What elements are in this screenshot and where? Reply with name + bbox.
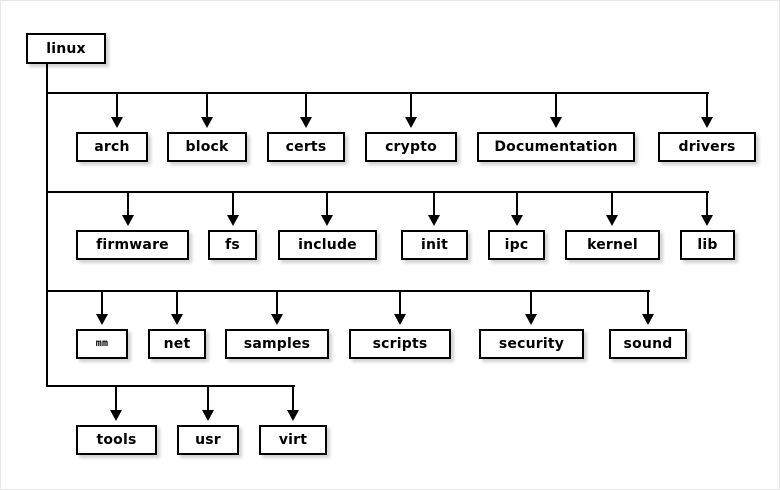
arrowhead-1-6 bbox=[701, 117, 713, 128]
node-label: certs bbox=[285, 139, 327, 155]
connector-2-1 bbox=[127, 191, 129, 215]
node-virt[interactable]: virt bbox=[259, 425, 327, 455]
connector-3-2 bbox=[176, 290, 178, 314]
arrowhead-3-1 bbox=[96, 314, 108, 325]
connector-1-2 bbox=[206, 92, 208, 117]
arrowhead-4-2 bbox=[202, 410, 214, 421]
node-fs[interactable]: fs bbox=[208, 230, 257, 260]
bus-line-3 bbox=[46, 290, 650, 292]
node-label: include bbox=[298, 237, 357, 253]
node-drivers[interactable]: drivers bbox=[658, 132, 756, 162]
connector-1-5 bbox=[555, 92, 557, 117]
node-label: Documentation bbox=[494, 139, 618, 155]
connector-1-4 bbox=[410, 92, 412, 117]
node-label: tools bbox=[96, 432, 137, 448]
arrowhead-3-4 bbox=[394, 314, 406, 325]
arrowhead-1-2 bbox=[201, 117, 213, 128]
connector-2-6 bbox=[611, 191, 613, 215]
node-kernel[interactable]: kernel bbox=[565, 230, 660, 260]
arrowhead-1-5 bbox=[550, 117, 562, 128]
connector-3-4 bbox=[399, 290, 401, 314]
bus-line-2 bbox=[46, 191, 709, 193]
arrowhead-2-3 bbox=[321, 215, 333, 226]
node-scripts[interactable]: scripts bbox=[349, 329, 451, 359]
connector-1-3 bbox=[305, 92, 307, 117]
node-mm[interactable]: mm bbox=[76, 329, 128, 359]
node-arch[interactable]: arch bbox=[76, 132, 148, 162]
node-sound[interactable]: sound bbox=[609, 329, 687, 359]
node-label: ipc bbox=[504, 237, 529, 253]
connector-4-3 bbox=[292, 385, 294, 410]
arrowhead-1-1 bbox=[111, 117, 123, 128]
node-samples[interactable]: samples bbox=[225, 329, 329, 359]
node-crypto[interactable]: crypto bbox=[365, 132, 457, 162]
connector-3-5 bbox=[530, 290, 532, 314]
node-certs[interactable]: certs bbox=[267, 132, 345, 162]
bus-line-1 bbox=[46, 92, 709, 94]
arrowhead-2-1 bbox=[122, 215, 134, 226]
node-label: crypto bbox=[385, 139, 437, 155]
node-include[interactable]: include bbox=[278, 230, 377, 260]
bus-line-4 bbox=[46, 385, 295, 387]
node-label: drivers bbox=[678, 139, 736, 155]
node-block[interactable]: block bbox=[167, 132, 247, 162]
connector-4-1 bbox=[115, 385, 117, 410]
arrowhead-2-7 bbox=[701, 215, 713, 226]
connector-1-6 bbox=[706, 92, 708, 117]
node-label: fs bbox=[225, 237, 240, 253]
node-init[interactable]: init bbox=[401, 230, 468, 260]
connector-3-3 bbox=[276, 290, 278, 314]
arrowhead-2-4 bbox=[428, 215, 440, 226]
node-label: sound bbox=[623, 336, 673, 352]
node-linux[interactable]: linux bbox=[26, 33, 106, 64]
node-label: kernel bbox=[587, 237, 638, 253]
node-label: usr bbox=[195, 432, 221, 448]
arrowhead-3-6 bbox=[642, 314, 654, 325]
connector-3-1 bbox=[101, 290, 103, 314]
node-ipc[interactable]: ipc bbox=[488, 230, 545, 260]
trunk-line bbox=[46, 64, 48, 386]
arrowhead-2-2 bbox=[227, 215, 239, 226]
arrowhead-4-1 bbox=[110, 410, 122, 421]
node-label: virt bbox=[278, 432, 308, 448]
arrowhead-3-2 bbox=[171, 314, 183, 325]
node-tools[interactable]: tools bbox=[76, 425, 157, 455]
node-documentation[interactable]: Documentation bbox=[477, 132, 635, 162]
node-label: lib bbox=[697, 237, 718, 253]
node-lib[interactable]: lib bbox=[680, 230, 735, 260]
arrowhead-2-6 bbox=[606, 215, 618, 226]
arrowhead-4-3 bbox=[287, 410, 299, 421]
node-label: arch bbox=[94, 139, 130, 155]
connector-2-4 bbox=[433, 191, 435, 215]
node-label: mm bbox=[95, 338, 109, 349]
node-label: security bbox=[498, 336, 565, 352]
node-label: block bbox=[185, 139, 229, 155]
arrowhead-3-5 bbox=[525, 314, 537, 325]
connector-1-1 bbox=[116, 92, 118, 117]
node-net[interactable]: net bbox=[148, 329, 206, 359]
node-security[interactable]: security bbox=[479, 329, 584, 359]
connector-2-3 bbox=[326, 191, 328, 215]
node-label: net bbox=[163, 336, 191, 352]
arrowhead-1-3 bbox=[300, 117, 312, 128]
connector-2-5 bbox=[516, 191, 518, 215]
node-label: init bbox=[420, 237, 449, 253]
node-label: firmware bbox=[96, 237, 169, 253]
connector-4-2 bbox=[207, 385, 209, 410]
arrowhead-1-4 bbox=[405, 117, 417, 128]
node-label: linux bbox=[46, 40, 86, 57]
node-label: samples bbox=[243, 336, 311, 352]
connector-2-7 bbox=[706, 191, 708, 215]
node-label: scripts bbox=[372, 336, 428, 352]
node-usr[interactable]: usr bbox=[177, 425, 239, 455]
node-firmware[interactable]: firmware bbox=[76, 230, 189, 260]
connector-2-2 bbox=[232, 191, 234, 215]
arrowhead-2-5 bbox=[511, 215, 523, 226]
connector-3-6 bbox=[647, 290, 649, 314]
arrowhead-3-3 bbox=[271, 314, 283, 325]
